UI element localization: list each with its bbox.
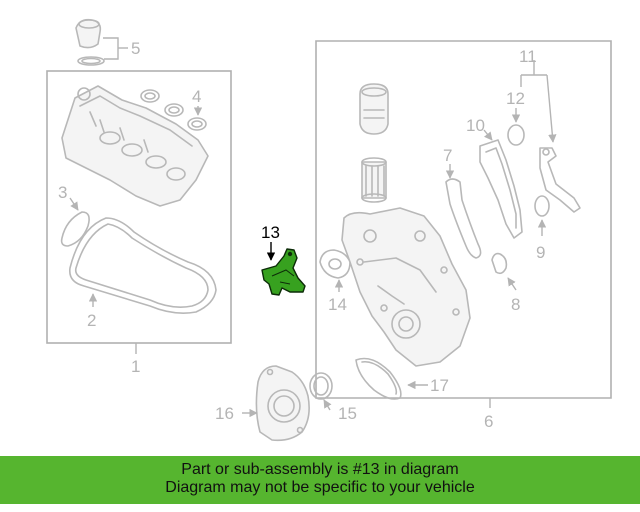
valve-cover-seal-part [60,197,90,247]
callout-12[interactable]: 12 [506,89,525,108]
callout-10[interactable]: 10 [466,116,485,135]
callout-15[interactable]: 15 [338,404,357,423]
oil-filter-element [361,157,387,203]
callout-7[interactable]: 7 [443,146,452,165]
callout-1[interactable]: 1 [131,357,140,376]
callout-5[interactable]: 5 [131,39,140,58]
tensioner-part-11 [520,60,581,213]
assembly-frame-1 [46,70,232,344]
callout-9[interactable]: 9 [536,243,545,262]
o-ring-part-12 [507,108,525,146]
callout-8[interactable]: 8 [511,295,520,314]
chain-guide-part-7 [445,164,482,259]
callout-13[interactable]: 13 [261,223,280,242]
belt-part-17 [355,357,428,400]
seal-part-15 [309,372,333,411]
timing-cover-part [341,207,471,367]
banner-line-2: Diagram may not be specific to your vehi… [165,479,475,496]
assembly-frame-6 [315,40,612,399]
callout-4[interactable]: 4 [192,87,201,106]
oil-filler-cap-part [75,18,128,66]
spark-plug-tube-seals [140,89,207,131]
parts-diagram: 5 4 3 2 1 13 [46,18,612,442]
callout-2[interactable]: 2 [87,311,96,330]
callout-16[interactable]: 16 [215,404,234,423]
highlighted-part-13[interactable] [261,248,306,296]
gasket-part-14 [319,249,351,292]
seal-part-8 [491,252,517,291]
info-banner: Part or sub-assembly is #13 in diagram D… [0,456,640,504]
valve-cover-gasket-part [68,217,217,314]
seal-retainer-part-16 [242,365,310,442]
callout-6[interactable]: 6 [484,412,493,431]
seal-part-9 [534,195,550,236]
banner-line-1: Part or sub-assembly is #13 in diagram [181,461,459,478]
timing-cover-gasket-part-10 [479,129,523,239]
oil-filter-housing [359,83,389,135]
callout-17[interactable]: 17 [430,376,449,395]
callout-14[interactable]: 14 [328,295,347,314]
callout-11[interactable]: 11 [519,47,537,66]
valve-cover-part [61,85,209,207]
callout-3[interactable]: 3 [58,183,67,202]
